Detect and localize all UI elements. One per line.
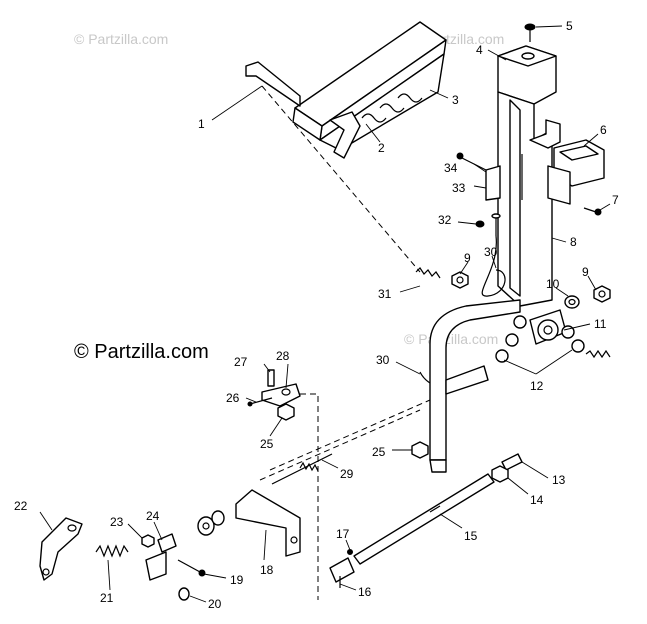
callout-20: 20 — [208, 597, 222, 611]
part-clips-2[interactable] — [361, 93, 423, 123]
part-pedal-bracket-22[interactable] — [39, 517, 83, 581]
callout-17: 17 — [336, 527, 350, 541]
part-bushing-20[interactable] — [178, 587, 190, 601]
callout-24: 24 — [146, 509, 160, 523]
callout-31: 31 — [378, 287, 392, 301]
callout-34: 34 — [444, 161, 458, 175]
part-bolt-right[interactable] — [585, 349, 611, 359]
callout-8: 8 — [570, 235, 577, 249]
callout-32: 32 — [438, 213, 452, 227]
part-rod-15[interactable] — [353, 473, 495, 565]
callout-9-right: 9 — [582, 265, 589, 279]
part-block-6[interactable] — [547, 139, 605, 205]
callout-18: 18 — [260, 563, 274, 577]
callout-11: 11 — [594, 317, 607, 331]
callout-15: 15 — [464, 529, 478, 543]
part-nut-25-lower[interactable] — [411, 441, 429, 459]
watermark-middle-center: © Partzilla.com — [404, 331, 498, 347]
callout-6: 6 — [600, 123, 607, 137]
callout-5: 5 — [566, 19, 573, 33]
part-pin-27[interactable] — [267, 369, 275, 387]
callout-29: 29 — [340, 467, 354, 481]
callout-3: 3 — [452, 93, 459, 107]
callout-22: 22 — [14, 499, 28, 513]
callout-19: 19 — [230, 573, 244, 587]
part-block-24[interactable] — [145, 533, 177, 581]
callout-21: 21 — [100, 591, 114, 605]
callout-1: 1 — [198, 117, 205, 131]
callout-9-left: 9 — [464, 251, 471, 265]
part-handle-cap-4[interactable] — [497, 45, 557, 105]
part-screw-34[interactable] — [456, 152, 487, 171]
part-bracket-33[interactable] — [485, 165, 501, 201]
part-spring-21[interactable] — [95, 544, 129, 558]
part-pivot-11[interactable] — [529, 309, 567, 345]
part-nut-17[interactable] — [347, 549, 353, 555]
part-bracket-1[interactable] — [245, 61, 361, 159]
callout-33: 33 — [452, 181, 466, 195]
part-screw-7[interactable] — [583, 207, 602, 216]
callout-13: 13 — [552, 473, 566, 487]
callout-7: 7 — [612, 193, 619, 207]
callout-30-lower: 30 — [376, 353, 390, 367]
part-bushing-left-18[interactable] — [197, 510, 225, 536]
leader-lines — [39, 25, 611, 603]
part-nut-25-upper[interactable] — [277, 403, 295, 421]
callout-25-lower: 25 — [372, 445, 386, 459]
part-nut-23[interactable] — [141, 534, 155, 548]
callout-12: 12 — [530, 379, 544, 393]
part-lever-tube[interactable] — [429, 299, 521, 473]
part-nut-9-right[interactable] — [593, 285, 611, 303]
callout-28: 28 — [276, 349, 290, 363]
part-washers-12[interactable] — [495, 315, 585, 363]
callout-10: 10 — [546, 277, 560, 291]
watermark-middle-left: © Partzilla.com — [74, 341, 209, 363]
part-screw-5[interactable] — [524, 23, 536, 42]
callout-16: 16 — [358, 585, 372, 599]
part-fitting-13[interactable] — [501, 453, 523, 471]
part-spring-31[interactable] — [415, 267, 441, 279]
callout-27: 27 — [234, 355, 248, 369]
part-rod-end-16[interactable] — [329, 557, 355, 588]
callout-26: 26 — [226, 391, 240, 405]
callout-30-upper: 30 — [484, 245, 498, 259]
callout-25-upper: 25 — [260, 437, 274, 451]
part-cable-29[interactable] — [271, 453, 333, 485]
watermark-top-left: © Partzilla.com — [74, 31, 168, 47]
part-plate-18[interactable] — [235, 489, 301, 557]
part-handle-column-8[interactable] — [497, 91, 561, 307]
callout-2: 2 — [378, 141, 385, 155]
part-bolt-26[interactable] — [247, 397, 273, 407]
part-pin-32[interactable] — [475, 213, 501, 236]
callout-23: 23 — [110, 515, 124, 529]
part-bolt-19[interactable] — [177, 559, 206, 577]
callout-14: 14 — [530, 493, 544, 507]
part-rail-3[interactable] — [292, 21, 447, 151]
part-bracket-28[interactable] — [261, 383, 301, 407]
callout-4: 4 — [476, 43, 483, 57]
part-washer-10[interactable] — [564, 295, 580, 309]
part-nut-9-left[interactable] — [451, 271, 469, 289]
part-nut-14[interactable] — [491, 465, 509, 483]
